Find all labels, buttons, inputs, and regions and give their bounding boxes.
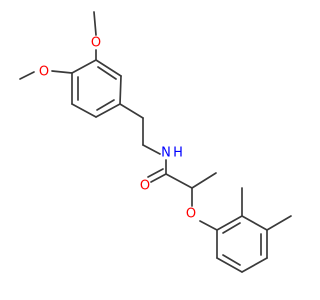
bond-ring1-a xyxy=(95,59,122,77)
bond-carbonyl-c-alpha-c xyxy=(165,173,193,189)
bond-ring2-b xyxy=(241,215,268,231)
atom-label-o-methoxy-left: O xyxy=(39,65,49,80)
molecule-structure: O O N H O O xyxy=(19,11,292,273)
bond-layer xyxy=(19,11,292,273)
bond-methyl-left-o xyxy=(19,71,35,80)
bond-ring2-e xyxy=(216,257,243,273)
atom-label-h-amide: H xyxy=(173,146,183,161)
bond-ring2-d xyxy=(241,257,268,273)
bond-ring2-methyl-right xyxy=(266,215,292,231)
bond-carbonyl-double-1 xyxy=(150,173,167,183)
atom-label-layer: O O N H O O xyxy=(39,36,196,222)
bond-ch2-n xyxy=(142,144,161,155)
bond-ring2-inner-3 xyxy=(222,254,241,266)
bond-methyl-top-o xyxy=(93,11,97,36)
bond-o-left-ring xyxy=(51,70,73,74)
bond-alpha-methyl xyxy=(191,172,217,189)
bond-ring1-inner-1 xyxy=(97,66,117,80)
bond-ring1-d xyxy=(71,103,97,118)
bond-carbonyl-double-2 xyxy=(147,168,164,178)
bond-o-ring2 xyxy=(199,220,218,231)
atom-label-n-amide: N xyxy=(161,146,171,161)
bond-ring1-b xyxy=(119,75,122,105)
atom-label-o-carbonyl: O xyxy=(140,179,150,194)
bond-ring1-f xyxy=(71,59,97,74)
bond-ring1-inner-2 xyxy=(96,99,115,111)
bond-ring1-c xyxy=(95,103,121,118)
atom-label-o-ether: O xyxy=(186,207,196,222)
bond-ring-ch2 xyxy=(119,103,144,119)
atom-label-o-methoxy-top: O xyxy=(91,36,101,51)
bond-ring2-inner-1 xyxy=(222,222,241,234)
bond-ring2-a xyxy=(216,215,243,231)
